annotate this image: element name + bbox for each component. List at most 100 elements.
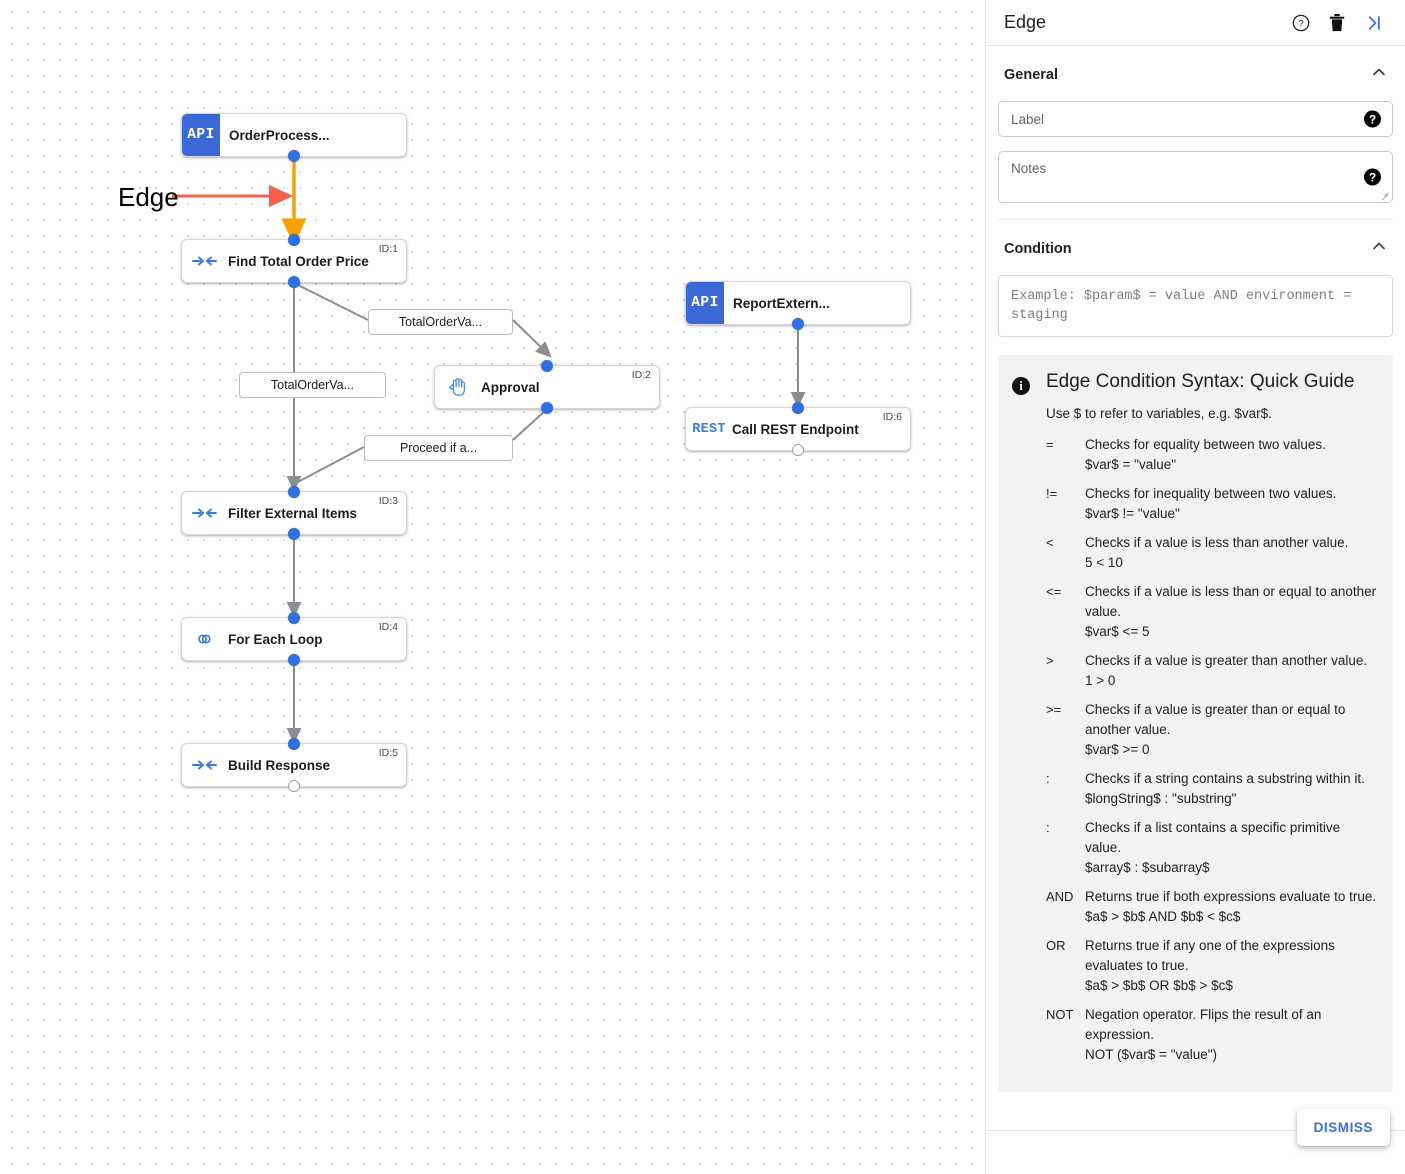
node-output-port[interactable] <box>288 780 300 792</box>
node-report-external[interactable]: API ReportExtern... <box>685 281 911 330</box>
edge-annotation-label: Edge <box>118 182 179 212</box>
panel-header: Edge ? <box>986 0 1405 46</box>
node-order-process[interactable]: API OrderProcess... <box>181 113 407 162</box>
notes-input[interactable] <box>999 152 1392 202</box>
node-input-port[interactable] <box>792 402 804 414</box>
node-title: Build Response <box>228 757 331 773</box>
node-approval[interactable]: Approval ID:2 <box>434 360 660 414</box>
operator-example: $array$ : $subarray$ <box>1085 860 1210 875</box>
condition-input[interactable]: Example: $param$ = value AND environment… <box>998 275 1393 337</box>
edge-label[interactable]: TotalOrderVa... <box>368 309 513 335</box>
trash-icon[interactable] <box>1319 5 1355 41</box>
operator-row: <Checks if a value is less than another … <box>1046 533 1379 573</box>
operator-description: Checks if a value is greater than anothe… <box>1085 653 1368 668</box>
transform-icon <box>182 505 228 521</box>
label-input[interactable] <box>999 102 1392 136</box>
label-field-wrapper[interactable]: ? <box>998 101 1393 137</box>
node-id-label: ID:2 <box>631 369 651 381</box>
node-input-port[interactable] <box>288 612 300 624</box>
section-condition: Condition Example: $param$ = value AND e… <box>986 220 1405 1092</box>
node-for-each-loop[interactable]: For Each Loop ID:4 <box>181 612 407 666</box>
operator-example: 1 > 0 <box>1085 673 1116 688</box>
operator-symbol: >= <box>1046 702 1062 717</box>
node-title: Approval <box>481 379 540 395</box>
node-find-total-order-price[interactable]: Find Total Order Price ID:1 <box>181 234 407 288</box>
panel-footer: DISMISS <box>986 1109 1405 1174</box>
flow-canvas[interactable]: Edge TotalOrderVa... TotalOrderVa... Pro… <box>0 0 985 1174</box>
operator-symbol: = <box>1046 437 1054 452</box>
node-output-port[interactable] <box>288 150 300 162</box>
operator-example: 5 < 10 <box>1085 555 1123 570</box>
operator-description: Checks if a value is greater than or equ… <box>1085 702 1346 737</box>
operator-row: >= Checks if a value is greater than or e… <box>1046 700 1379 760</box>
node-filter-external-items[interactable]: Filter External Items ID:3 <box>181 486 407 540</box>
operator-example: $var$ != "value" <box>1085 506 1180 521</box>
svg-text:?: ? <box>1298 18 1303 29</box>
operator-description: Negation operator. Flips the result of a… <box>1085 1007 1322 1042</box>
operator-row: !=Checks for inequality between two valu… <box>1046 484 1379 524</box>
node-input-port[interactable] <box>288 738 300 750</box>
operator-symbol: < <box>1046 535 1054 550</box>
operator-row: :Checks if a list contains a specific pr… <box>1046 818 1379 878</box>
operator-description: Checks if a string contains a substring … <box>1085 771 1365 786</box>
node-title: Find Total Order Price <box>228 253 369 269</box>
node-output-port[interactable] <box>541 402 553 414</box>
node-output-port[interactable] <box>792 318 804 330</box>
notes-help-icon[interactable]: ? <box>1364 168 1381 186</box>
panel-title: Edge <box>1004 12 1047 32</box>
notes-field-wrapper[interactable]: ? <box>998 151 1393 203</box>
operator-row: <= Checks if a value is less than or equa… <box>1046 582 1379 642</box>
node-input-port[interactable] <box>288 486 300 498</box>
chevron-up-icon[interactable] <box>1369 62 1389 87</box>
section-condition-header[interactable]: Condition <box>998 234 1393 261</box>
operator-symbol: OR <box>1046 938 1066 953</box>
node-input-port[interactable] <box>288 234 300 246</box>
transform-icon <box>182 253 228 269</box>
hand-icon <box>435 376 481 398</box>
guide-title: Edge Condition Syntax: Quick Guide <box>1046 371 1355 392</box>
dismiss-button[interactable]: DISMISS <box>1296 1109 1390 1146</box>
notes-resize-handle[interactable] <box>1379 190 1389 200</box>
node-id-label: ID:5 <box>378 747 398 759</box>
operator-description: Returns true if both expressions evaluat… <box>1085 889 1377 904</box>
node-build-response[interactable]: Build Response ID:5 <box>181 738 407 792</box>
edge-properties-panel: Edge ? <box>985 0 1405 1174</box>
node-id-label: ID:4 <box>378 621 398 633</box>
operator-description: Checks for equality between two values. <box>1085 437 1326 452</box>
operator-example: $var$ <= 5 <box>1085 624 1150 639</box>
node-output-port[interactable] <box>288 528 300 540</box>
node-input-port[interactable] <box>541 360 553 372</box>
node-id-label: ID:1 <box>378 243 398 255</box>
operator-symbol: : <box>1046 820 1050 835</box>
operator-row: OR Returns true if any one of the express… <box>1046 936 1379 996</box>
section-general-header[interactable]: General <box>998 60 1393 87</box>
operator-row: >Checks if a value is greater than anoth… <box>1046 651 1379 691</box>
node-output-port[interactable] <box>288 276 300 288</box>
rest-icon: REST <box>686 422 732 437</box>
section-general-title: General <box>1004 66 1058 83</box>
operator-list: = Checks for equality between two values.… <box>1046 435 1379 1065</box>
node-output-port[interactable] <box>792 444 804 456</box>
edge-label[interactable]: Proceed if a... <box>364 435 513 461</box>
node-output-port[interactable] <box>288 654 300 666</box>
chevron-up-icon[interactable] <box>1369 236 1389 261</box>
operator-description: Checks if a value is less than or equal … <box>1085 584 1377 619</box>
operator-example: $longString$ : "substring" <box>1085 791 1237 806</box>
node-call-rest-endpoint[interactable]: REST Call REST Endpoint ID:6 <box>685 402 911 456</box>
api-badge-icon: API <box>182 114 220 156</box>
help-circle-icon[interactable]: ? <box>1283 5 1319 41</box>
operator-description: Returns true if any one of the expressio… <box>1085 938 1335 973</box>
operator-symbol: : <box>1046 771 1050 786</box>
collapse-panel-icon[interactable] <box>1355 5 1391 41</box>
transform-icon <box>182 757 228 773</box>
operator-example: NOT ($var$ = "value") <box>1085 1047 1218 1062</box>
label-help-icon[interactable]: ? <box>1364 110 1381 128</box>
operator-example: $a$ > $b$ AND $b$ < $c$ <box>1085 909 1241 924</box>
operator-row: = Checks for equality between two values.… <box>1046 435 1379 475</box>
infinity-icon <box>182 631 228 647</box>
edge-label[interactable]: TotalOrderVa... <box>239 372 386 398</box>
operator-symbol: <= <box>1046 584 1062 599</box>
section-general: General ? ? <box>986 46 1405 220</box>
